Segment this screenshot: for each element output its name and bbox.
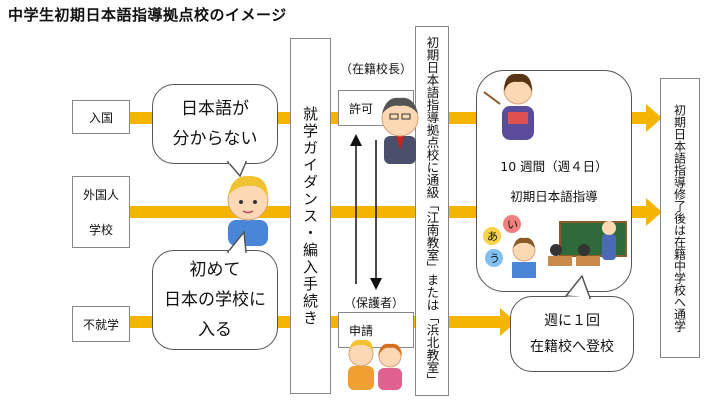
entry-immigration-label: 入国 bbox=[88, 110, 113, 125]
entry-out-of-school-label: 不就学 bbox=[82, 317, 119, 332]
bubble-weekly: 週に１回 在籍校へ登校 bbox=[510, 296, 634, 372]
entry-immigration: 入国 bbox=[72, 100, 130, 134]
bubble-no-japanese: 日本語が 分からない bbox=[152, 84, 278, 164]
kana-u: う bbox=[489, 252, 500, 265]
flow-bar-row2-b bbox=[331, 206, 415, 218]
application-label: 申請 bbox=[349, 323, 374, 338]
guidance-column-label: 就学ガイダンス・編入手続き bbox=[301, 105, 319, 327]
diagram-title: 中学生初期日本語指導拠点校のイメージ bbox=[8, 6, 287, 24]
bubble-first-time-line1: 初めて bbox=[189, 260, 241, 280]
guidance-column: 就学ガイダンス・編入手続き bbox=[290, 38, 331, 394]
entry-foreign-school-line2: 学校 bbox=[88, 223, 113, 237]
flow-bar-row3-c bbox=[449, 316, 509, 328]
permission-label: 許可 bbox=[349, 101, 374, 116]
kana-a: あ bbox=[487, 230, 498, 243]
bubble-first-time-line2: 日本の学校に bbox=[164, 290, 266, 310]
application-box: 申請 bbox=[338, 312, 414, 348]
flow-bar-row1-c bbox=[449, 112, 479, 124]
entry-foreign-school: 外国人 学校 bbox=[72, 176, 130, 248]
principal-caption: （在籍校長） bbox=[340, 62, 413, 76]
flow-arrowhead-row3 bbox=[500, 308, 516, 336]
bubble-first-time-line3: 入る bbox=[198, 320, 232, 340]
bubble-no-japanese-line2: 分からない bbox=[172, 129, 258, 149]
entry-foreign-school-line1: 外国人 bbox=[82, 188, 119, 202]
result-column: 初期日本語指導修了後は在籍中学校へ通学 bbox=[660, 78, 700, 358]
guardian-caption: （保護者） bbox=[344, 296, 405, 310]
bubble-weekly-line2: 在籍校へ登校 bbox=[530, 339, 614, 355]
bubble-weekly-line1: 週に１回 bbox=[544, 313, 600, 329]
bubble-first-time: 初めて 日本の学校に 入る bbox=[152, 250, 278, 350]
instruction-name: 初期日本語指導 bbox=[510, 189, 598, 204]
kana-i: い bbox=[507, 218, 518, 231]
flow-arrowhead-row2 bbox=[646, 198, 662, 226]
instruction-period: 10 週間（週４日） bbox=[500, 159, 608, 174]
flow-bar-row2-c bbox=[449, 206, 479, 218]
attend-column-label: 初期日本語指導拠点校に通級「江南教室」または「浜北教室」 bbox=[424, 36, 440, 386]
attend-column: 初期日本語指導拠点校に通級「江南教室」または「浜北教室」 bbox=[415, 26, 449, 396]
flow-arrowhead-row1 bbox=[646, 104, 662, 132]
bubble-no-japanese-line1: 日本語が bbox=[181, 99, 249, 119]
result-column-label: 初期日本語指導修了後は在籍中学校へ通学 bbox=[672, 104, 687, 332]
entry-out-of-school: 不就学 bbox=[72, 306, 130, 342]
